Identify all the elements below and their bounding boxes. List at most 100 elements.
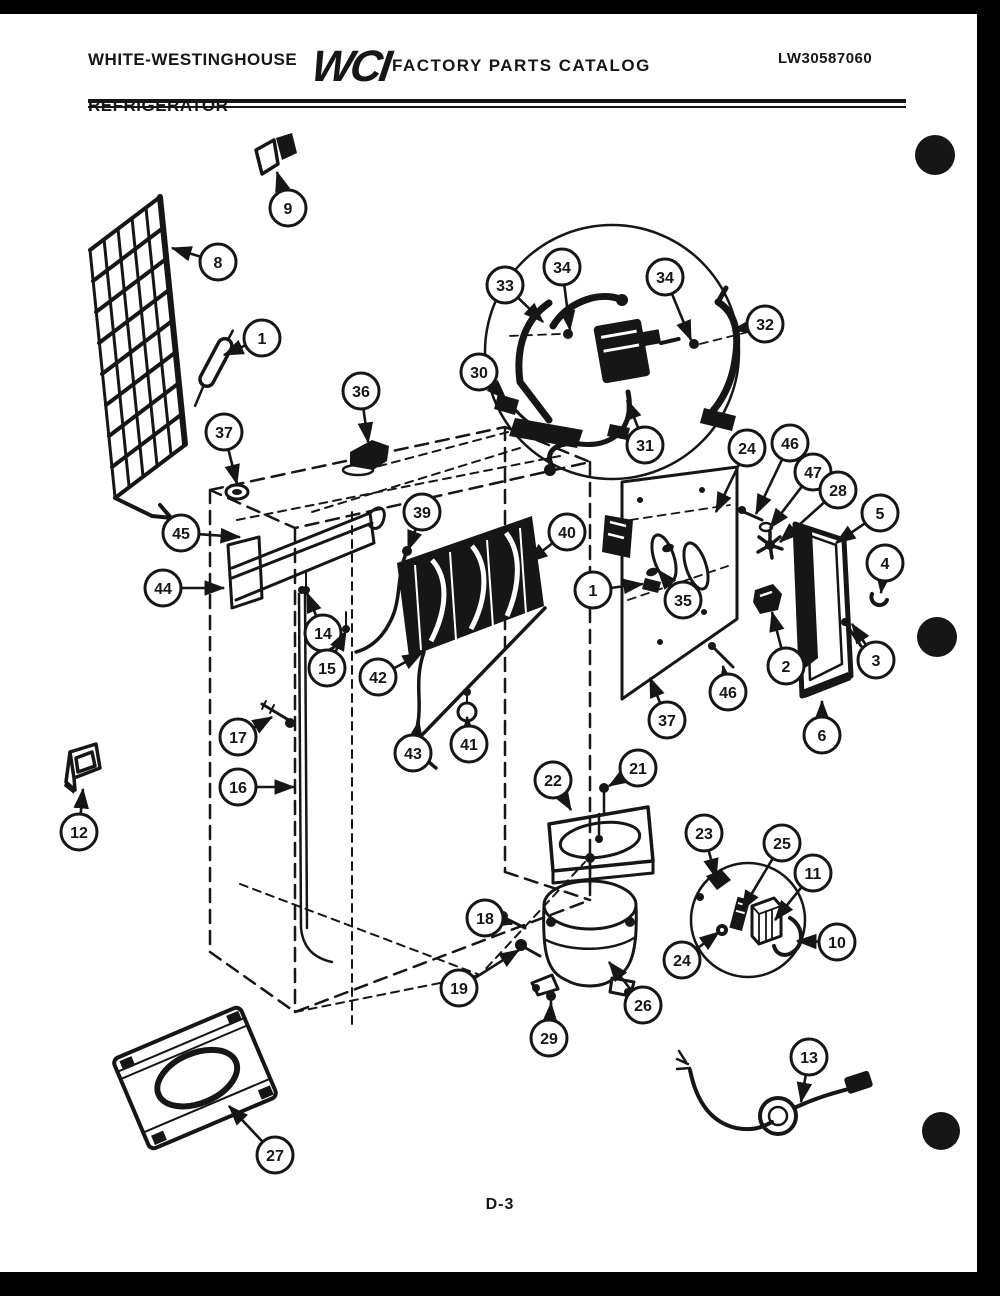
svg-text:28: 28 (829, 483, 847, 500)
callout-45: 45 (161, 513, 242, 553)
callout-37: 37 (204, 412, 244, 486)
callout-25: 25 (740, 823, 802, 912)
svg-text:41: 41 (460, 737, 478, 754)
callout-23: 23 (684, 813, 724, 880)
callout-43: 43 (393, 719, 433, 773)
svg-text:14: 14 (314, 626, 332, 643)
evaporator (354, 516, 544, 657)
svg-text:19: 19 (450, 981, 468, 998)
callout-44: 44 (143, 568, 226, 608)
callout-3: 3 (850, 622, 896, 680)
svg-text:22: 22 (544, 773, 562, 790)
screw-34-left (563, 329, 573, 339)
callout-13: 13 (789, 1037, 829, 1104)
svg-text:9: 9 (284, 201, 293, 218)
cabinet-outline (208, 425, 592, 1031)
svg-text:15: 15 (318, 661, 336, 678)
svg-text:10: 10 (828, 935, 846, 952)
svg-text:23: 23 (695, 826, 713, 843)
wiring-connector (753, 584, 782, 614)
relay-inset (689, 861, 807, 979)
timer-inset (311, 223, 749, 513)
callout-19: 19 (439, 948, 521, 1008)
mounting-clip (64, 742, 102, 794)
callout-15: 15 (307, 629, 348, 688)
svg-text:21: 21 (629, 761, 647, 778)
callout-32: 32 (731, 304, 785, 344)
callout-18: 18 (465, 898, 514, 938)
callout-6: 6 (802, 699, 842, 755)
svg-text:36: 36 (352, 384, 370, 401)
svg-text:17: 17 (229, 730, 247, 747)
header-rule-top (88, 99, 906, 103)
svg-text:13: 13 (800, 1050, 818, 1067)
svg-text:26: 26 (634, 998, 652, 1015)
callout-1: 1 (222, 318, 282, 358)
callout-30: 30 (459, 352, 507, 400)
callout-17: 17 (218, 715, 274, 757)
callout-2: 2 (766, 610, 806, 686)
svg-text:25: 25 (773, 836, 791, 853)
callout-9: 9 (268, 170, 308, 228)
callout-27: 27 (228, 1105, 295, 1175)
brand-line1: WHITE-WESTINGHOUSE (88, 50, 298, 69)
svg-text:24: 24 (738, 441, 756, 458)
side-duct-panel (792, 521, 889, 699)
callout-16: 16 (218, 767, 296, 807)
svg-text:30: 30 (470, 365, 488, 382)
header-rule-bottom (88, 106, 906, 108)
condenser-coil (88, 194, 194, 528)
timer-receptacle (607, 424, 630, 440)
callout-46: 46 (708, 664, 748, 712)
callout-35: 35 (657, 569, 703, 620)
scan-border-top (0, 0, 1000, 14)
drain-pan (112, 1005, 278, 1151)
rear-panel (602, 465, 784, 701)
callout-34: 34 (645, 257, 693, 342)
callout-28: 28 (779, 470, 858, 543)
svg-text:34: 34 (553, 260, 571, 277)
grommet (224, 483, 250, 501)
callout-41: 41 (449, 715, 489, 764)
svg-text:24: 24 (673, 953, 691, 970)
callout-42: 42 (358, 651, 424, 697)
power-cord (675, 1049, 873, 1136)
callout-1: 1 (573, 570, 645, 610)
callout-37: 37 (647, 676, 687, 740)
callout-12: 12 (59, 787, 99, 852)
svg-text:1: 1 (589, 583, 598, 600)
registration-dot (917, 617, 957, 657)
svg-text:33: 33 (496, 278, 514, 295)
svg-text:37: 37 (215, 425, 233, 442)
registration-dots (915, 135, 960, 1150)
heat-exchanger-tube (260, 586, 334, 964)
scan-border-right (977, 0, 1000, 1296)
callout-14: 14 (303, 591, 343, 653)
page-number: D-3 (485, 1196, 515, 1213)
svg-text:46: 46 (719, 685, 737, 702)
svg-text:29: 29 (540, 1031, 558, 1048)
screw-34-right (689, 339, 699, 349)
left-bracket (515, 299, 553, 424)
svg-text:4: 4 (881, 556, 890, 573)
svg-text:39: 39 (413, 505, 431, 522)
callout-10: 10 (795, 922, 857, 962)
relay-wire (772, 916, 803, 957)
svg-text:5: 5 (876, 506, 885, 523)
catalog-title: FACTORY PARTS CATALOG (392, 56, 651, 75)
svg-text:37: 37 (658, 713, 676, 730)
callout-33: 33 (485, 265, 544, 323)
tube-clamp (254, 133, 297, 176)
svg-text:3: 3 (872, 653, 881, 670)
callout-24: 24 (714, 428, 767, 514)
defrost-timer-motor (593, 318, 681, 384)
callout-39: 39 (402, 492, 442, 552)
callout-24: 24 (662, 930, 721, 980)
callout-22: 22 (533, 760, 573, 812)
callout-21: 21 (607, 748, 658, 788)
svg-text:6: 6 (818, 728, 827, 745)
callout-34: 34 (542, 247, 582, 332)
svg-text:16: 16 (229, 780, 247, 797)
